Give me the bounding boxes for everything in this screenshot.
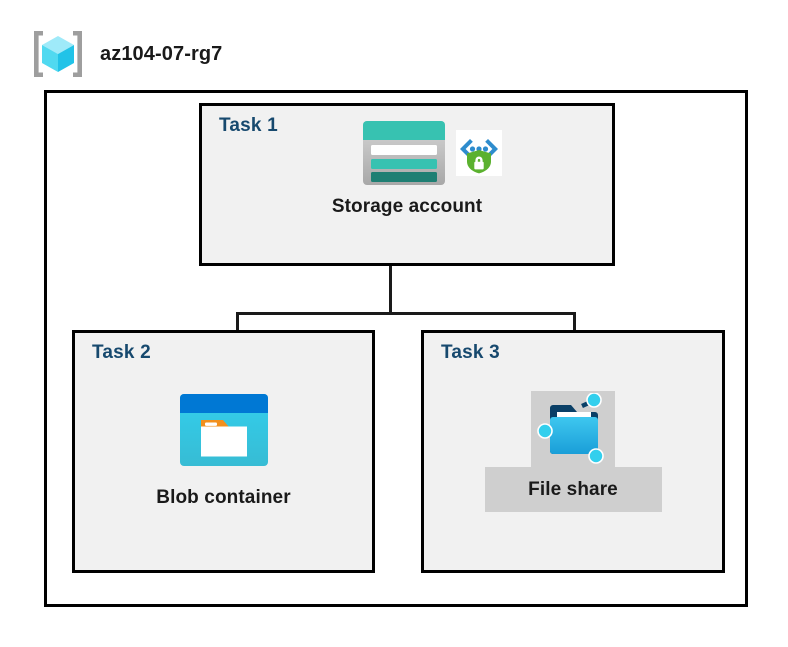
storage-account-caption: Storage account bbox=[331, 196, 483, 217]
connector-horizontal-bus bbox=[236, 312, 576, 315]
storage-account-icon-row bbox=[362, 120, 502, 191]
task-3-label: Task 3 bbox=[441, 342, 500, 363]
secure-endpoint-shield-icon bbox=[456, 130, 502, 181]
node-blob-container: Blob container bbox=[72, 394, 375, 509]
file-share-caption: File share bbox=[528, 478, 618, 500]
blob-container-caption: Blob container bbox=[156, 487, 291, 508]
task-1-label: Task 1 bbox=[219, 115, 278, 136]
file-share-icon-backdrop bbox=[531, 391, 615, 471]
resource-group-header: az104-07-rg7 bbox=[30, 28, 222, 80]
blob-container-icon bbox=[179, 394, 268, 471]
resource-group-name: az104-07-rg7 bbox=[100, 42, 223, 65]
resource-group-cube-icon bbox=[30, 28, 86, 80]
connector-storage-trunk bbox=[389, 229, 392, 314]
storage-account-icon bbox=[362, 120, 446, 191]
file-share-icon bbox=[535, 391, 611, 470]
node-file-share: File share bbox=[421, 391, 725, 512]
file-share-caption-backdrop: File share bbox=[484, 467, 662, 512]
task-2-label: Task 2 bbox=[92, 342, 151, 363]
node-storage-account: Storage account bbox=[199, 120, 615, 218]
